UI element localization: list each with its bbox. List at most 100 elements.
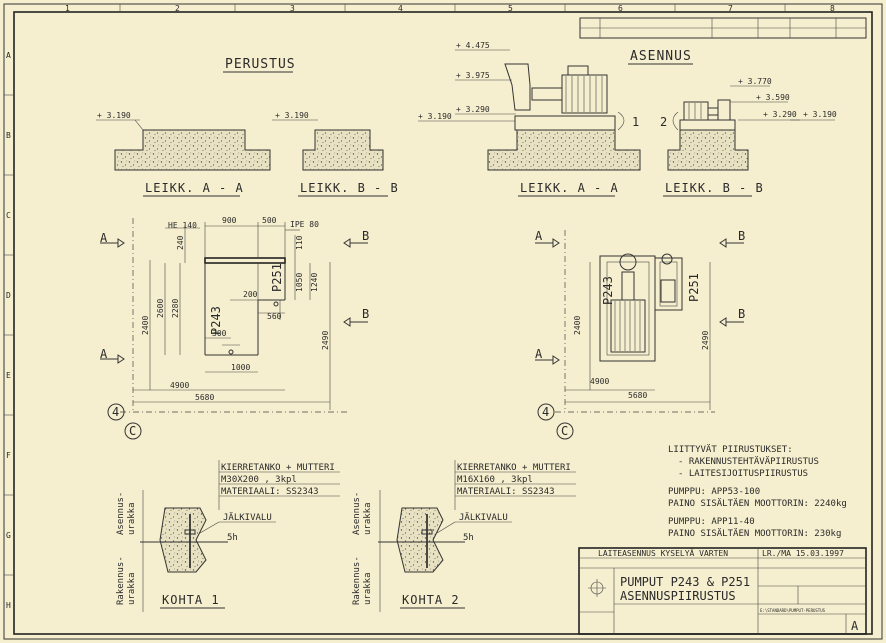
- level-label: + 3.190: [275, 111, 309, 120]
- section-label: LEIKK. A - A: [520, 181, 619, 195]
- dim-label: 4900: [590, 377, 609, 386]
- col-label: 8: [830, 4, 835, 13]
- profile-label: IPE 80: [290, 220, 319, 229]
- level-label: + 3.190: [803, 110, 837, 119]
- col-label: 7: [728, 4, 733, 13]
- dim-label: 2490: [701, 331, 710, 350]
- dim-label: 1240: [310, 273, 319, 292]
- dim-label: 1000: [231, 363, 250, 372]
- level-label: + 3.590: [756, 93, 790, 102]
- dim-label: 5680: [195, 393, 214, 402]
- detail-kohta-1: KIERRETANKO + MUTTERI M30X200 , 3kpl MAT…: [116, 460, 340, 612]
- col-label: 6: [618, 4, 623, 13]
- drawing-subtitle: ASENNUSPIIRUSTUS: [620, 589, 736, 603]
- row-label: C: [6, 211, 11, 220]
- row-label: E: [6, 371, 11, 380]
- side-label: Asennus-: [352, 492, 362, 535]
- detail-text: JÄLKIVALU: [459, 512, 508, 523]
- dim-label: 900: [222, 216, 237, 225]
- side-label: urakka: [127, 572, 137, 605]
- row-label: B: [6, 131, 11, 140]
- section-marker-a: A: [535, 229, 543, 243]
- col-label: 4: [398, 4, 403, 13]
- grid-bubble-c: C: [129, 424, 136, 438]
- marker-2: 2: [660, 115, 667, 129]
- marker-1: 1: [632, 115, 639, 129]
- dim-label: 1050: [295, 273, 304, 292]
- level-label: + 4.475: [456, 41, 490, 50]
- detail-text: M30X200 , 3kpl: [221, 475, 297, 485]
- sheet-border: 1 2 3 4 5 6 7 8 A B C D E F G H: [3, 3, 883, 640]
- related-item: - LAITESIJOITUSPIIRUSTUS: [678, 469, 808, 479]
- pump-name: PUMPPU: APP53-100: [668, 487, 760, 497]
- dim-label: 2600: [156, 299, 165, 318]
- detail-title: KOHTA 2: [402, 593, 460, 607]
- pump-weight: PAINO SISÄLTÄEN MOOTTORIN: 2240kg: [668, 498, 847, 509]
- title-block: LAITEASENNUS KYSELYÄ VARTEN LR./MA 15.03…: [578, 547, 867, 635]
- dim-label: 4900: [170, 381, 189, 390]
- equipment-tag: P243: [209, 306, 223, 335]
- dim-label: 500: [262, 216, 277, 225]
- side-label: urakka: [127, 502, 137, 535]
- section-marker-a: A: [535, 347, 543, 361]
- revision-block: [579, 17, 867, 39]
- dim-label: 240: [176, 235, 185, 250]
- row-label: G: [6, 531, 11, 540]
- related-item: - RAKENNUSTEHTÄVÄPIIRUSTUS: [678, 456, 819, 467]
- file-path: E:\STANDARD\PUMPUT-PERUSTUS: [760, 608, 826, 613]
- level-label: + 3.290: [763, 110, 797, 119]
- col-label: 3: [290, 4, 295, 13]
- level-label: + 3.770: [738, 77, 772, 86]
- section-marker-a: A: [100, 231, 108, 245]
- section-marker-b: B: [362, 307, 369, 321]
- dim-label: 2400: [141, 316, 150, 335]
- pump-weight: PAINO SISÄLTÄEN MOOTTORIN: 230kg: [668, 528, 841, 539]
- detail-text: M16X160 , 3kpl: [457, 475, 533, 485]
- installation-plan: 2400 2490 4900 5680 P243 P251 A A B B 4 …: [535, 229, 745, 440]
- section-marker-a: A: [100, 347, 108, 361]
- col-label: 2: [175, 4, 180, 13]
- profile-label: HE 140: [168, 221, 197, 230]
- row-label: H: [6, 601, 11, 610]
- installation-title: ASENNUS: [630, 49, 692, 64]
- equipment-tag: P251: [270, 263, 284, 292]
- level-label: + 3.290: [456, 105, 490, 114]
- foundation-section-aa: + 3.190 LEIKK. A - A: [96, 111, 271, 197]
- detail-text: MATERIAALI: SS2343: [457, 487, 555, 497]
- side-label: Rakennus-: [352, 556, 362, 605]
- detail-size: 5h: [463, 533, 474, 543]
- side-label: Asennus-: [116, 492, 126, 535]
- foundation-plan: HE 140 IPE 80 900 500 240 110 1050 1240 …: [100, 216, 369, 440]
- project-name: LAITEASENNUS KYSELYÄ VARTEN: [598, 548, 728, 558]
- detail-kohta-2: KIERRETANKO + MUTTERI M16X160 , 3kpl MAT…: [352, 460, 576, 612]
- section-label: LEIKK. B - B: [300, 181, 399, 195]
- detail-title: KOHTA 1: [162, 593, 220, 607]
- detail-text: KIERRETANKO + MUTTERI: [221, 463, 335, 473]
- level-label: + 3.190: [97, 111, 131, 120]
- related-title: LIITTYVÄT PIIRUSTUKSET:: [668, 444, 793, 455]
- foundation-title: PERUSTUS: [225, 57, 296, 72]
- dim-label: 110: [295, 235, 304, 250]
- dim-label: 200: [243, 290, 258, 299]
- section-marker-b: B: [362, 229, 369, 243]
- detail-size: 5h: [227, 533, 238, 543]
- section-label: LEIKK. A - A: [145, 181, 244, 195]
- equipment-tag: P251: [687, 273, 701, 302]
- pump-name: PUMPPU: APP11-40: [668, 517, 755, 527]
- dim-label: 300: [212, 329, 227, 338]
- col-label: 5: [508, 4, 513, 13]
- dim-label: 5680: [628, 391, 647, 400]
- detail-text: MATERIAALI: SS2343: [221, 487, 319, 497]
- sheet-size: A: [851, 619, 859, 633]
- drawing-title: PUMPUT P243 & P251: [620, 575, 750, 589]
- foundation-section-bb: + 3.190 LEIKK. B - B: [272, 111, 399, 197]
- detail-text: JÄLKIVALU: [223, 512, 272, 523]
- row-label: F: [6, 451, 11, 460]
- installation-section-bb: + 3.770 + 3.590 + 3.290 + 3.190 2 LEIKK.…: [660, 77, 837, 197]
- notes: LIITTYVÄT PIIRUSTUKSET: - RAKENNUSTEHTÄV…: [668, 444, 847, 539]
- grid-bubble-4: 4: [542, 405, 549, 419]
- row-label: D: [6, 291, 11, 300]
- installation-section-aa: + 4.475 + 3.975 + 3.290 + 3.190 1 LEIKK.…: [418, 41, 641, 197]
- detail-text: KIERRETANKO + MUTTERI: [457, 463, 571, 473]
